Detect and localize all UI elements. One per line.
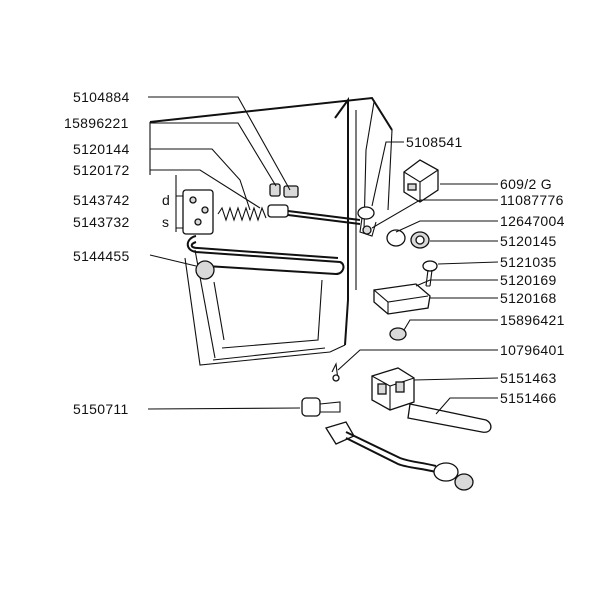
- label-side-d: d: [162, 192, 170, 208]
- clip-5151463: [371, 367, 415, 411]
- label-5104884: 5104884: [73, 89, 130, 105]
- bushings: [386, 229, 430, 249]
- spring-rod: [217, 204, 361, 225]
- label-5120169: 5120169: [500, 272, 557, 288]
- lock-plate: [176, 189, 214, 235]
- latch-lever: [357, 206, 377, 237]
- clip-5120169: [373, 283, 431, 315]
- label-5120144: 5120144: [73, 141, 130, 157]
- u-rod: [186, 235, 345, 276]
- door-panel: [149, 96, 393, 366]
- label-5150711: 5150711: [73, 401, 129, 417]
- top-screws: [269, 183, 299, 198]
- lower-link-rod: [324, 421, 474, 491]
- label-5151466: 5151466: [500, 390, 557, 406]
- label-5151463: 5151463: [500, 370, 557, 386]
- bolt-5150711: [301, 397, 341, 417]
- label-side-s: s: [162, 214, 169, 230]
- nut-15896421: [389, 327, 407, 341]
- label-5143742: 5143742: [73, 192, 130, 208]
- label-15896421: 15896421: [500, 312, 565, 328]
- label-5120145: 5120145: [500, 233, 557, 249]
- label-5121035: 5121035: [500, 254, 557, 270]
- label-5120168: 5120168: [500, 290, 557, 306]
- screw-5121035: [422, 260, 438, 287]
- label-5143732: 5143732: [73, 214, 130, 230]
- label-11087776: 11087776: [500, 192, 564, 208]
- label-5144455: 5144455: [73, 248, 130, 264]
- label-15896221: 15896221: [64, 115, 129, 131]
- strap-5151466: [407, 403, 492, 433]
- pin-10796401: [331, 362, 340, 382]
- leader-lines: [147, 96, 499, 415]
- label-609-2g: 609/2 G: [500, 176, 552, 192]
- part-labels: 5104884 15896221 5120144 5120172 5143742…: [64, 89, 565, 417]
- label-12647004: 12647004: [500, 213, 565, 229]
- grommet: [195, 260, 215, 280]
- label-5108541: 5108541: [406, 134, 463, 150]
- bracket-609: [403, 159, 439, 203]
- label-10796401: 10796401: [500, 342, 565, 358]
- label-5120172: 5120172: [73, 162, 130, 178]
